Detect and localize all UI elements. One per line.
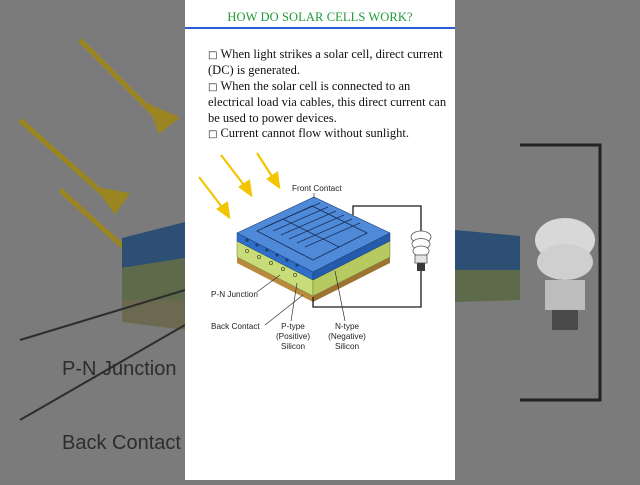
label-n-type-line-3: Silicon (335, 342, 360, 351)
bullet-text: When light strikes a solar cell, direct … (208, 47, 443, 78)
bullet-list: □When light strikes a solar cell, direct… (208, 47, 448, 142)
checkbox-bullet-icon: □ (208, 50, 218, 61)
background-label-back-contact: Back Contact (62, 432, 181, 454)
callout-lines (256, 193, 346, 326)
background-cell-top (122, 222, 185, 268)
light-bulb-icon (410, 230, 432, 271)
front-contact-grid (255, 202, 369, 261)
checkbox-bullet-icon: □ (208, 129, 218, 141)
slide-title: HOW DO SOLAR CELLS WORK? (227, 10, 413, 24)
charge-dots (245, 238, 299, 267)
background-sun-rays (18, 38, 180, 282)
sun-ray-arrow-icon (198, 152, 281, 220)
solar-cell-diagram: Front Contact P-N Junction Back Contact … (198, 152, 432, 351)
label-n-type-line-1: N-type (335, 322, 360, 331)
label-p-type-line-2: (Positive) (276, 332, 310, 341)
bullet-item: □Current cannot flow without sunlight. (208, 126, 448, 142)
bullet-text: When the solar cell is connected to an e… (208, 78, 447, 125)
background-label-pn-junction: P-N Junction (62, 358, 177, 380)
background-bulb-icon (535, 218, 595, 330)
label-p-type-line-3: Silicon (281, 342, 306, 351)
bullet-item: □When the solar cell is connected to an … (208, 79, 448, 126)
label-p-type-line-1: P-type (281, 322, 305, 331)
title-rule (185, 27, 455, 29)
back-contact-layer (237, 257, 313, 302)
checkbox-bullet-icon: □ (208, 81, 218, 93)
slide-panel: HOW DO SOLAR CELLS WORK? □When light str… (185, 0, 455, 480)
bullet-text: Current cannot flow without sunlight. (220, 126, 409, 141)
label-front-contact: Front Contact (292, 184, 342, 193)
label-pn-junction: P-N Junction (211, 290, 258, 299)
bullet-item: □When light strikes a solar cell, direct… (208, 47, 448, 79)
label-back-contact: Back Contact (211, 322, 260, 331)
label-n-type-line-2: (Negative) (328, 332, 366, 341)
